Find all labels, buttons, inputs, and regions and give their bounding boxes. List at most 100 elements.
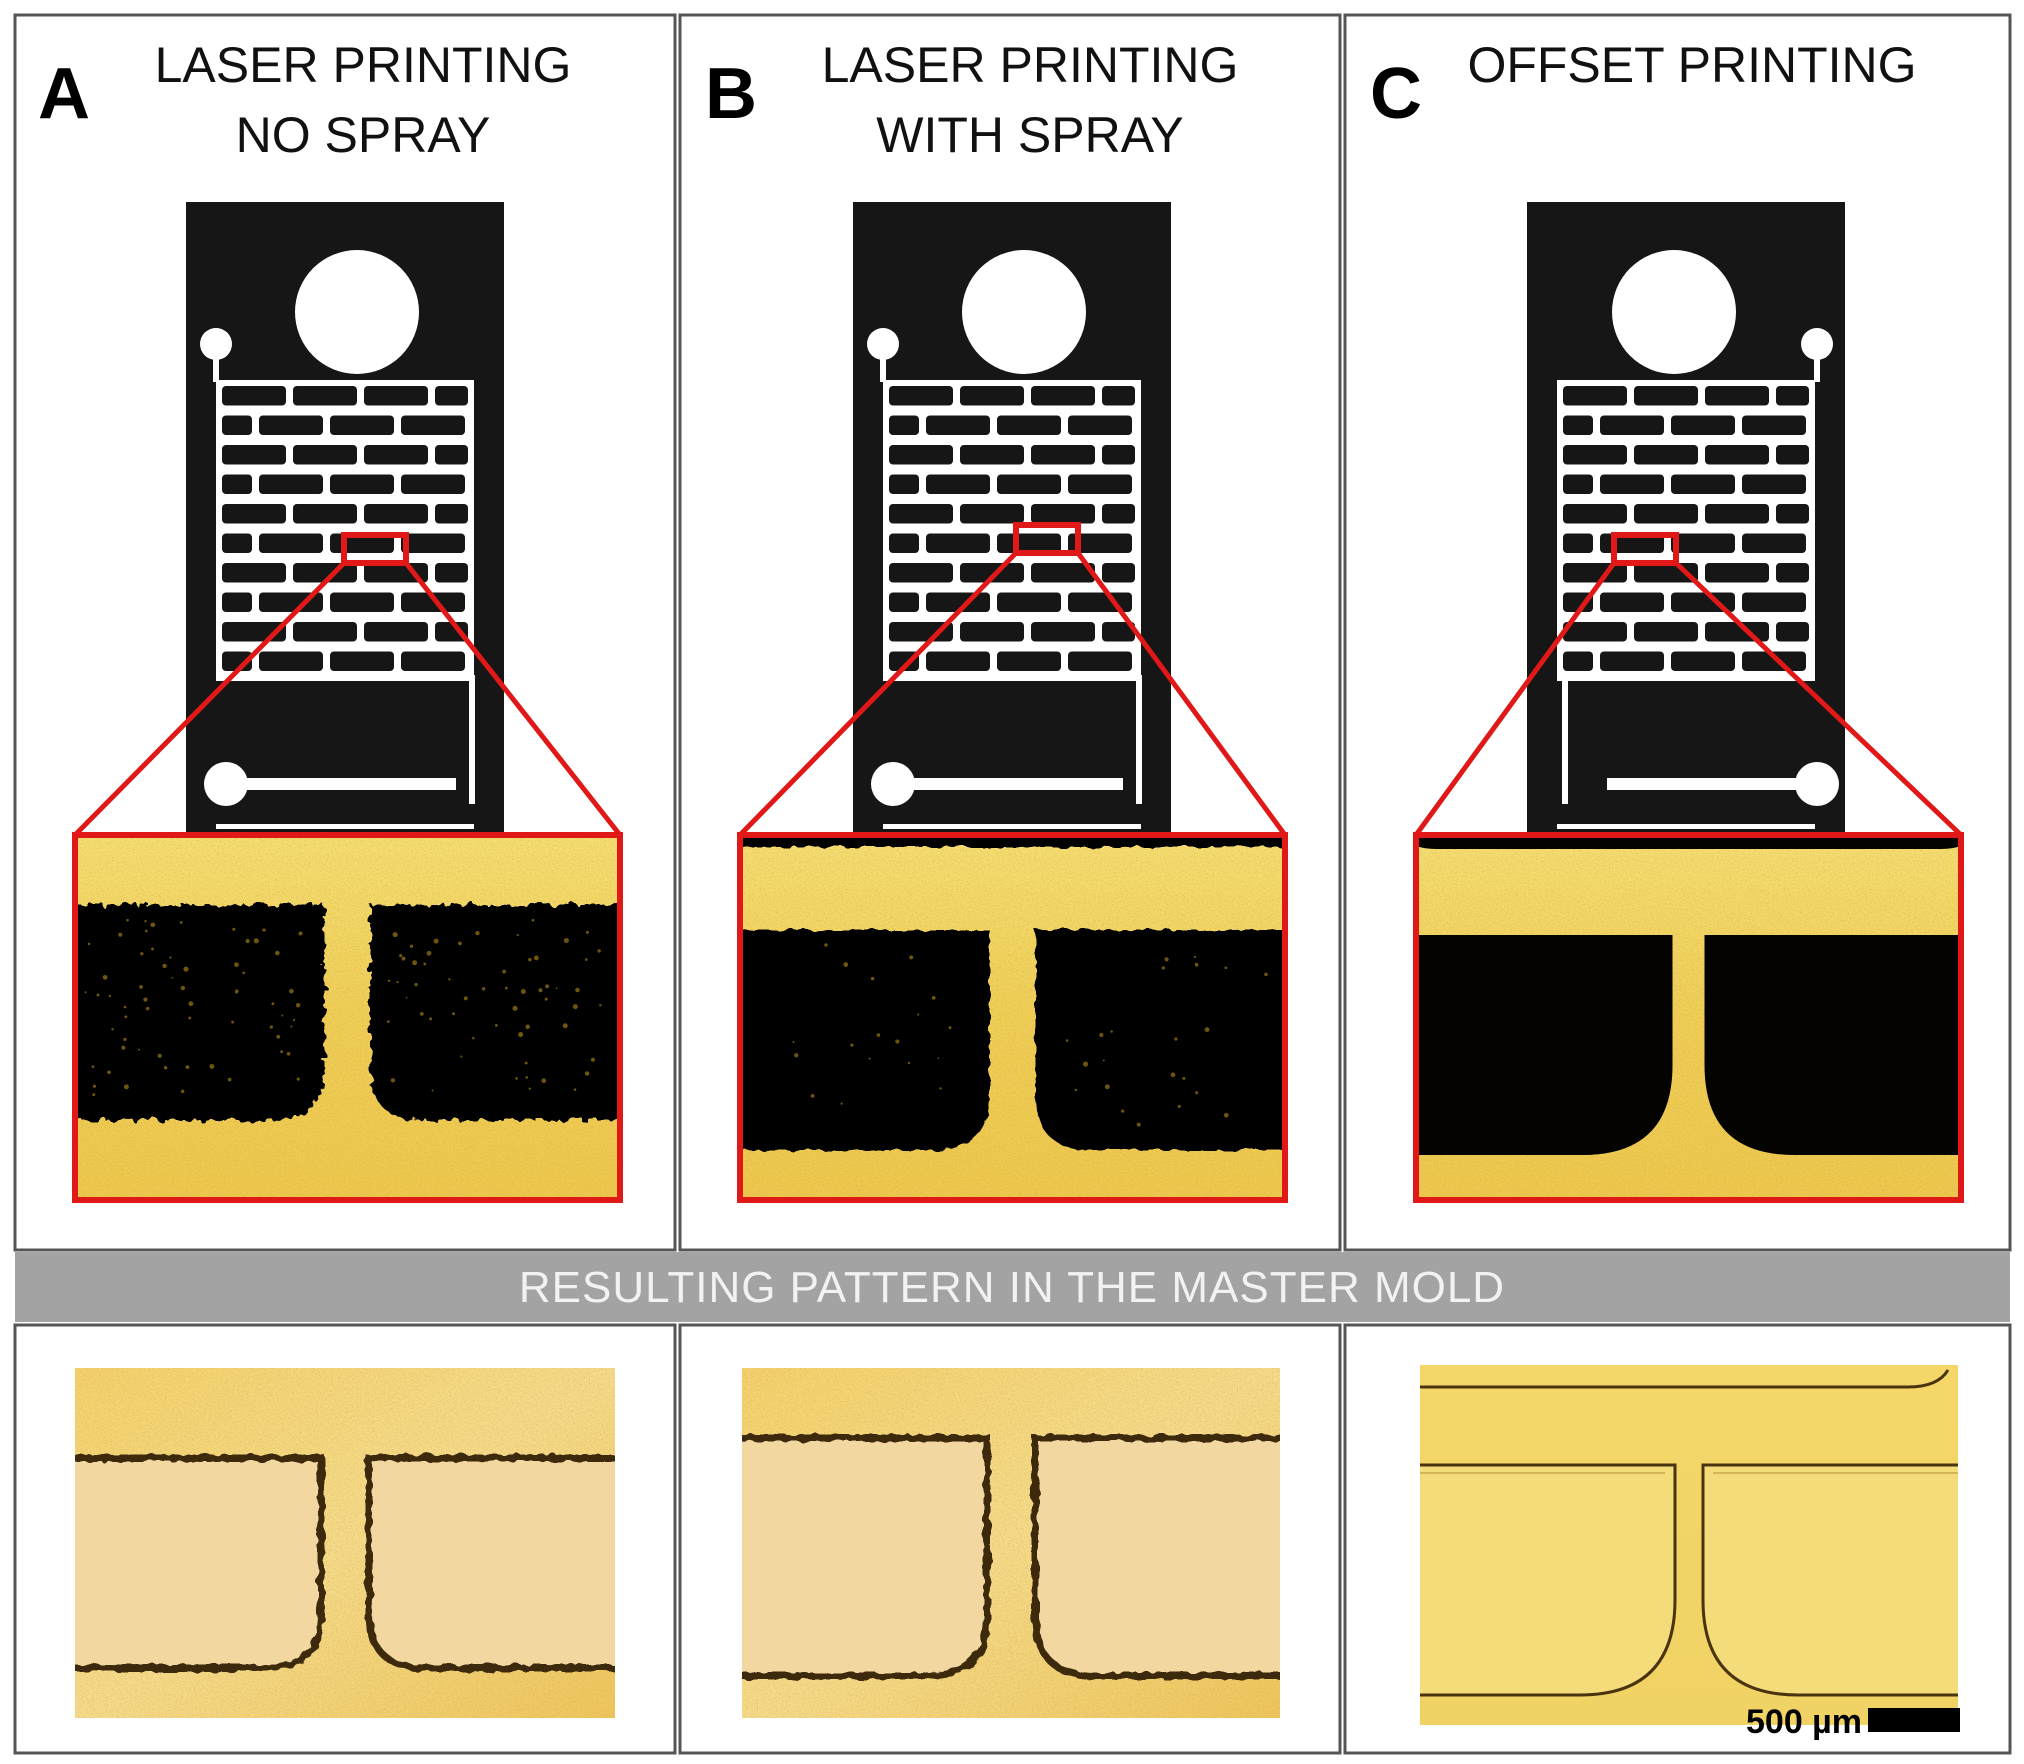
mold-image — [742, 1368, 1280, 1718]
ink-blocks — [75, 905, 620, 1120]
brick — [1742, 474, 1806, 494]
brick — [259, 651, 323, 671]
zoom-line-left — [1413, 561, 1617, 837]
brick — [889, 563, 953, 583]
zoom-line-right — [1075, 551, 1288, 837]
port-connector — [880, 352, 886, 382]
brick — [997, 415, 1061, 435]
ink-block-right — [370, 905, 620, 1120]
brick — [222, 474, 252, 494]
brick — [259, 474, 323, 494]
panel-a-title-line-2: NO SPRAY — [236, 107, 491, 163]
brick-channels — [216, 380, 474, 681]
brick — [401, 651, 465, 671]
brick — [1563, 592, 1593, 612]
panel-a-mold-micrograph — [75, 1368, 615, 1718]
brick — [889, 592, 919, 612]
ink-block-left — [1416, 935, 1673, 1155]
brick — [997, 651, 1061, 671]
port-small — [200, 328, 232, 360]
zoom-source-box — [1611, 532, 1679, 566]
edge-right-pocket — [1701, 1463, 1958, 1697]
zoom-frame — [72, 832, 623, 1203]
riser-channel — [1136, 675, 1142, 804]
brick — [1600, 592, 1664, 612]
channel-edges — [75, 1454, 615, 1672]
banner-text: RESULTING PATTERN IN THE MASTER MOLD — [519, 1263, 1505, 1312]
scale-bar: 500 µm — [1746, 1703, 1960, 1741]
mold-image — [1420, 1365, 1958, 1725]
brick — [330, 415, 394, 435]
brick — [435, 504, 468, 524]
brick — [1776, 386, 1809, 406]
brick — [1742, 592, 1806, 612]
brick — [293, 445, 357, 465]
brick — [889, 533, 919, 553]
brick — [1742, 533, 1806, 553]
panel-a-title-line-1: LASER PRINTING — [155, 37, 572, 93]
scale-bar-line — [1868, 1708, 1960, 1732]
panel-c-zoom-callout — [1413, 532, 1964, 1203]
panel-b-printed-mask — [853, 202, 1171, 842]
brick — [997, 592, 1061, 612]
ink-block-right — [1035, 930, 1285, 1150]
edge-right-pocket — [365, 1454, 615, 1672]
scale-bar-label: 500 µm — [1746, 1703, 1862, 1741]
panel-b-bottom-frame — [678, 1323, 1342, 1755]
panel-a-printed-mask — [186, 202, 504, 842]
ink-block-left — [740, 930, 990, 1150]
brick — [1563, 386, 1627, 406]
brick — [1600, 415, 1664, 435]
panel-c-letter: C — [1370, 54, 1422, 134]
brick — [889, 474, 919, 494]
brick — [1563, 533, 1593, 553]
brick — [1600, 651, 1664, 671]
brick-channels — [883, 380, 1141, 681]
panel-b-frame — [678, 13, 1342, 1252]
brick — [222, 533, 252, 553]
brick — [1776, 445, 1809, 465]
zoom-line-right — [1674, 561, 1963, 837]
brick — [926, 415, 990, 435]
brick — [401, 592, 465, 612]
brick — [1600, 474, 1664, 494]
brick — [1031, 622, 1095, 642]
brick — [1705, 563, 1769, 583]
brick — [1742, 651, 1806, 671]
brick — [997, 474, 1061, 494]
banner-bar — [15, 1252, 2010, 1322]
brick — [1634, 622, 1698, 642]
ink-block-left — [75, 905, 325, 1120]
ink-blocks — [1416, 835, 1961, 1155]
brick — [889, 386, 953, 406]
edge-right-pocket — [1031, 1434, 1280, 1680]
brick — [222, 563, 286, 583]
brick — [1563, 651, 1593, 671]
panel-frames — [13, 13, 2012, 1755]
brick — [222, 504, 286, 524]
riser-channel — [1562, 675, 1568, 804]
ink-top-strip — [1416, 835, 1961, 849]
brick — [1776, 563, 1809, 583]
brick — [435, 386, 468, 406]
toner-speckles — [84, 918, 602, 1097]
brick — [1068, 415, 1132, 435]
brick — [1031, 445, 1095, 465]
brick — [1031, 386, 1095, 406]
reservoir-large — [962, 250, 1086, 374]
brick — [1563, 622, 1627, 642]
panel-b-zoom-callout — [737, 522, 1288, 1203]
outlet-channel — [1607, 778, 1817, 790]
brick — [926, 651, 990, 671]
panel-c-title-line-1: OFFSET PRINTING — [1467, 37, 1916, 93]
port-small — [1801, 328, 1833, 360]
panel-a-frame — [13, 13, 677, 1252]
brick — [1102, 504, 1135, 524]
brick — [330, 474, 394, 494]
brick — [1102, 386, 1135, 406]
edge-left-pocket — [1420, 1463, 1677, 1697]
panel-b-letter: B — [705, 54, 757, 134]
panel-b-title-line-2: WITH SPRAY — [876, 107, 1183, 163]
brick — [1031, 563, 1095, 583]
lower-channel — [216, 824, 474, 829]
